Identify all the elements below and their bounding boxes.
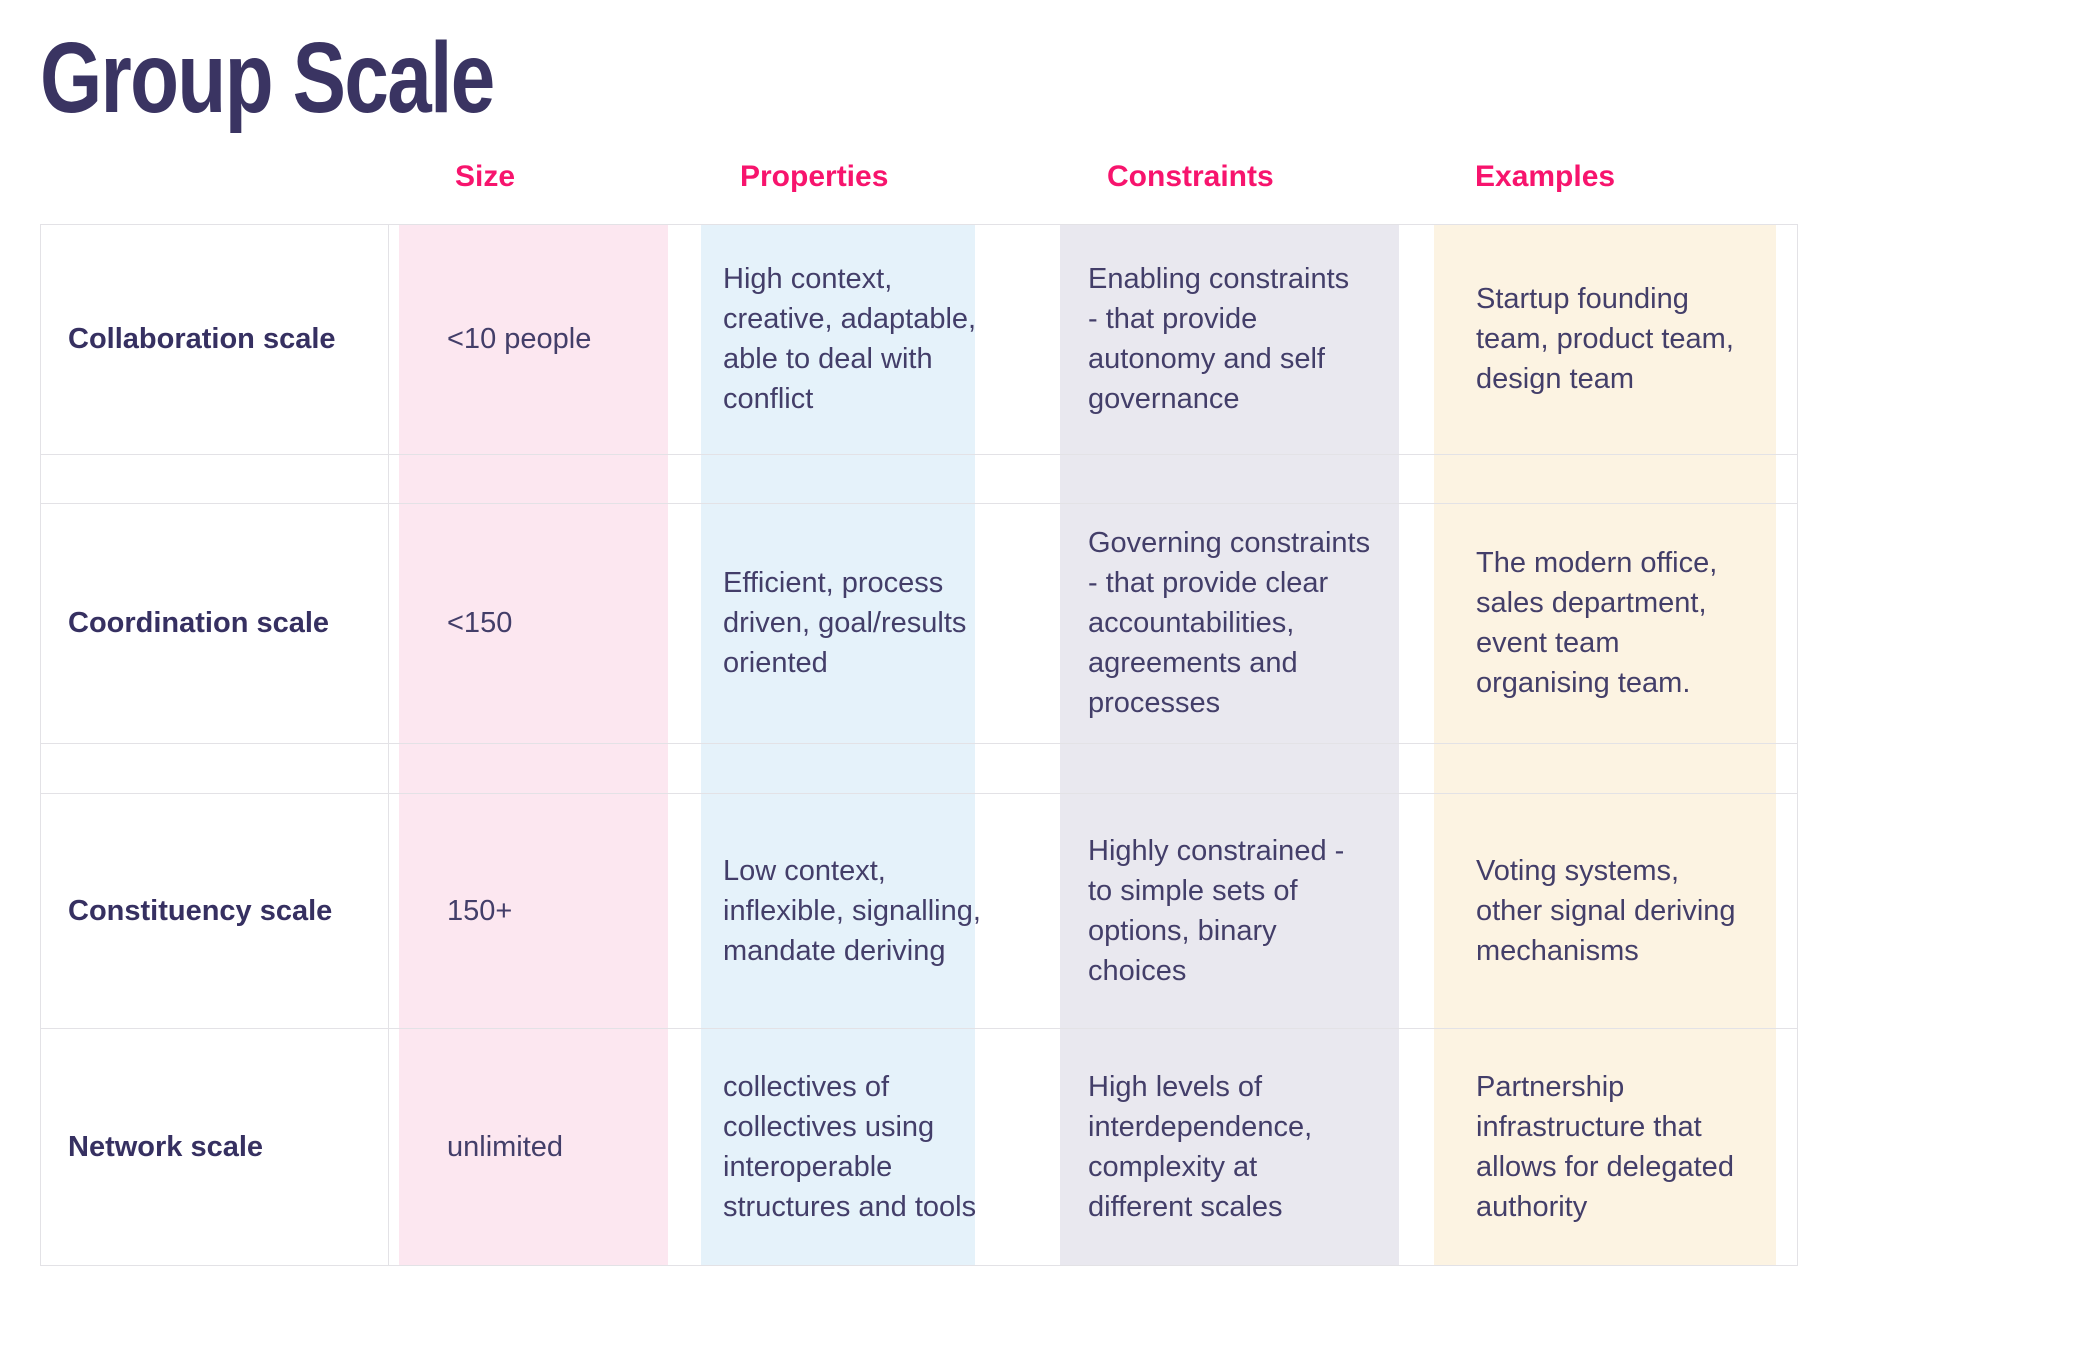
column-header-examples: Examples xyxy=(1475,160,1616,193)
properties-cell: collectives of collectives using interop… xyxy=(723,1071,977,1223)
row-divider xyxy=(40,1028,1798,1029)
size-cell: 150+ xyxy=(447,894,513,927)
constraints-cell: Governing constraints - that provide cle… xyxy=(1088,527,1371,719)
properties-cell: Low context, inflexible, signalling, man… xyxy=(723,854,981,967)
row-label: Network scale xyxy=(68,1131,264,1163)
row-label: Coordination scale xyxy=(68,607,330,639)
examples-cell: Startup founding team, product team, des… xyxy=(1476,283,1734,395)
group-scale-table: Collaboration scale <10 people High cont… xyxy=(40,224,1798,1266)
properties-cell: Efficient, process driven, goal/results … xyxy=(723,567,967,679)
row-divider xyxy=(40,454,1798,455)
row-divider xyxy=(40,503,1798,504)
row-divider xyxy=(40,224,1798,225)
row-divider xyxy=(40,743,1798,744)
column-header-size: Size xyxy=(455,160,516,193)
size-cell: <150 xyxy=(447,607,513,639)
row-label: Constituency scale xyxy=(68,894,333,927)
column-divider xyxy=(40,224,41,1266)
column-divider xyxy=(388,224,389,1266)
column-header-properties: Properties xyxy=(740,160,889,193)
row-divider xyxy=(40,1265,1798,1266)
constraints-cell: High levels of interdependence, complexi… xyxy=(1088,1071,1313,1223)
column-header-constraints: Constraints xyxy=(1107,160,1274,193)
page-title: Group Scale xyxy=(40,22,495,134)
constraints-cell: Enabling constraints - that provide auto… xyxy=(1088,263,1350,415)
size-cell: unlimited xyxy=(447,1131,564,1163)
column-divider xyxy=(1797,224,1798,1266)
constraints-cell: Highly constrained - to simple sets of o… xyxy=(1088,834,1345,987)
size-cell: <10 people xyxy=(447,323,592,355)
row-label: Collaboration scale xyxy=(68,323,336,355)
properties-column-band xyxy=(701,224,975,1266)
examples-cell: Voting systems, other signal deriving me… xyxy=(1476,854,1736,967)
row-divider xyxy=(40,793,1798,794)
constraints-column-band xyxy=(1060,224,1399,1266)
examples-column-band xyxy=(1434,224,1776,1266)
examples-cell: The modern office, sales department, eve… xyxy=(1476,547,1718,699)
properties-cell: High context, creative, adaptable, able … xyxy=(723,263,977,415)
examples-cell: Partnership infrastructure that allows f… xyxy=(1476,1071,1734,1223)
size-column-band xyxy=(399,224,668,1266)
